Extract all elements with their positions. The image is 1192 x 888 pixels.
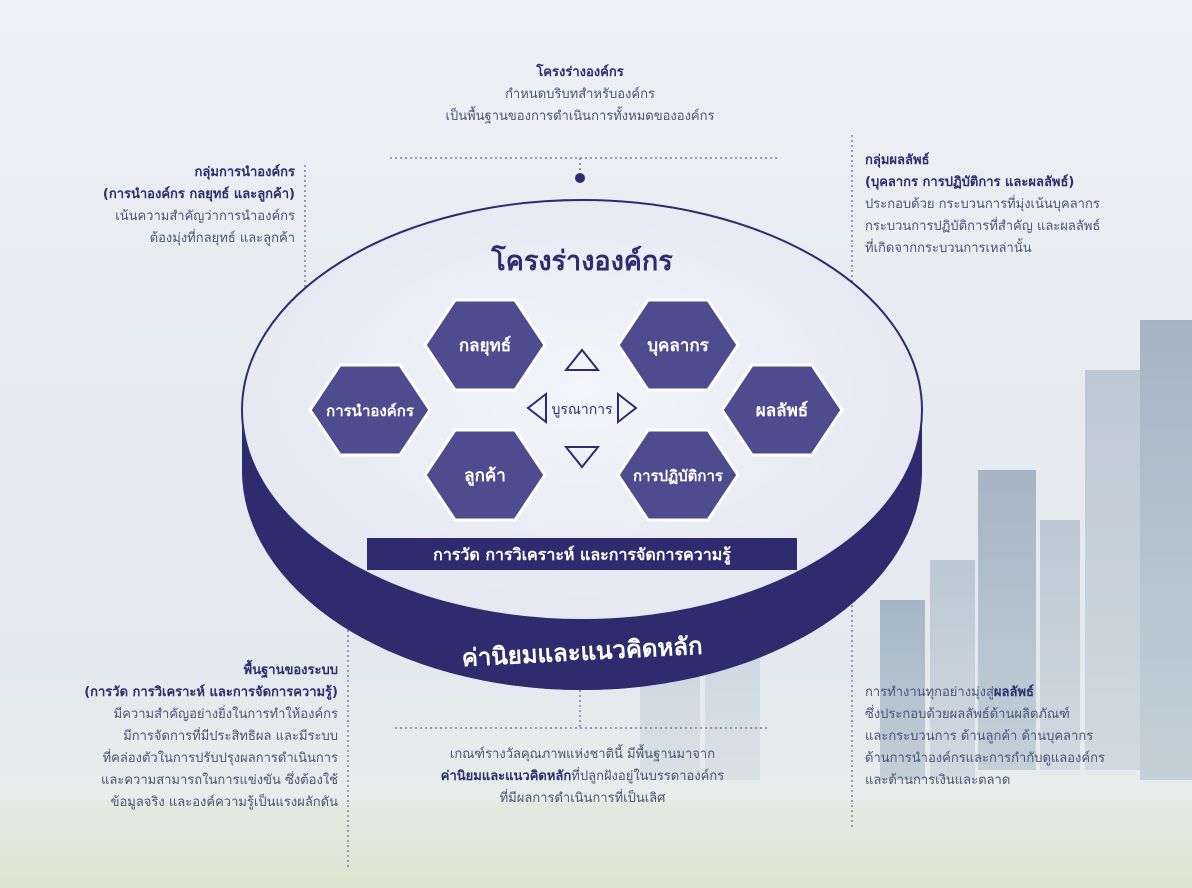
ellipse-top xyxy=(241,199,923,621)
hex-label-results: ผลลัพธ์ xyxy=(756,400,808,421)
measurement-bar xyxy=(367,538,797,570)
arrow-right-icon xyxy=(617,391,638,425)
integration-label: บูรณาการ xyxy=(551,402,613,418)
note-line: ค่านิยมและแนวคิดหลักที่ปลูกฝังอยู่ในบรรด… xyxy=(385,766,780,788)
note-line: ซึ่งประกอบด้วยผลลัพธ์ด้านผลิตภัณฑ์ xyxy=(865,707,1070,722)
arrow-left-icon xyxy=(526,391,547,425)
note-title: พื้นฐานของระบบ xyxy=(243,663,338,678)
note-line: และความสามารถในการแข่งขัน ซึ่งต้องใช้ xyxy=(101,773,338,788)
note-line: เน้นความสำคัญว่าการนำองค์กร xyxy=(115,209,295,224)
note-subtitle: (บุคลากร การปฏิบัติการ และผลลัพธ์) xyxy=(865,175,1075,190)
note-line: มีการจัดการที่มีประสิทธิผล และมีระบบ xyxy=(123,729,338,744)
hex-label-leadership: การนำองค์กร xyxy=(326,402,415,420)
note-line: ที่มีผลการดำเนินการที่เป็นเลิศ xyxy=(499,791,666,806)
note-line: และด้านการเงินและตลาด xyxy=(865,773,1011,788)
ellipse-title: โครงร่างองค์กร xyxy=(490,244,673,277)
results-focus-note: การทำงานทุกอย่างมุ่งสู่ผลลัพธ์ ซึ่งประกอ… xyxy=(865,682,1185,792)
note-line: ประกอบด้วย กระบวนการที่มุ่งเน้นบุคลากร xyxy=(865,197,1100,212)
note-line: เป็นพื้นฐานของการดำเนินการทั้งหมดขององค์… xyxy=(445,109,715,124)
hex-label-strategy: กลยุทธ์ xyxy=(459,335,511,356)
note-line: ด้านการนำองค์กรและการกำกับดูแลองค์กร xyxy=(865,751,1105,766)
system-foundation-note: พื้นฐานของระบบ (การวัด การวิเคราะห์ และก… xyxy=(8,660,338,814)
note-title: กลุ่มการนำองค์กร xyxy=(194,165,295,180)
hex-label-customers: ลูกค้า xyxy=(464,466,506,487)
note-subtitle: (การนำองค์กร กลยุทธ์ และลูกค้า) xyxy=(102,187,295,202)
note-line: กระบวนการปฏิบัติการที่สำคัญ และผลลัพธ์ xyxy=(865,219,1101,234)
measurement-bar-label: การวัด การวิเคราะห์ และการจัดการความรู้ xyxy=(433,545,731,566)
leadership-triad-note: กลุ่มการนำองค์กร (การนำองค์กร กลยุทธ์ แล… xyxy=(30,162,295,250)
note-line: และกระบวนการ ด้านลูกค้า ด้านบุคลากร xyxy=(865,729,1094,744)
note-line: กำหนดบริบทสำหรับองค์กร xyxy=(505,87,655,102)
hexagon-results xyxy=(720,363,844,457)
hex-label-operations: การปฏิบัติการ xyxy=(633,467,724,485)
note-line: ที่คล่องตัวในการปรับปรุงผลการดำเนินการ xyxy=(102,751,338,766)
arrow-down-icon xyxy=(563,446,601,469)
note-line: มีความสำคัญอย่างยิ่งในการทำให้องค์กร xyxy=(113,707,338,722)
hexagon-leadership xyxy=(308,363,432,457)
note-text: การทำงานทุกอย่างมุ่งสู่ xyxy=(865,685,994,700)
note-line: การทำงานทุกอย่างมุ่งสู่ผลลัพธ์ xyxy=(865,682,1185,704)
note-subtitle: (การวัด การวิเคราะห์ และการจัดการความรู้… xyxy=(84,685,338,700)
note-line: เกณฑ์รางวัลคุณภาพแห่งชาตินี้ มีพื้นฐานมา… xyxy=(449,747,716,762)
results-triad-note: กลุ่มผลลัพธ์ (บุคลากร การปฏิบัติการ และผ… xyxy=(865,150,1175,260)
note-emphasis: ค่านิยมและแนวคิดหลัก xyxy=(440,769,572,784)
hexagon-customers xyxy=(423,428,547,522)
arrow-up-icon xyxy=(563,348,601,371)
note-line: ข้อมูลจริง และองค์ความรู้เป็นแรงผลักดัน xyxy=(110,795,338,810)
hex-label-workforce: บุคลากร xyxy=(647,336,709,356)
note-line: ที่เกิดจากกระบวนการเหล่านั้น xyxy=(865,241,1032,256)
note-title: กลุ่มผลลัพธ์ xyxy=(865,153,930,168)
note-emphasis: ผลลัพธ์ xyxy=(993,685,1034,700)
hexagon-strategy xyxy=(423,298,547,392)
note-title: โครงร่างองค์กร xyxy=(536,65,624,80)
note-text: ที่ปลูกฝังอยู่ในบรรดาองค์กร xyxy=(571,769,725,784)
connector-dot xyxy=(575,173,585,183)
core-values-note: เกณฑ์รางวัลคุณภาพแห่งชาตินี้ มีพื้นฐานมา… xyxy=(385,744,780,810)
organizational-profile-note: โครงร่างองค์กร กำหนดบริบทสำหรับองค์กร เป… xyxy=(380,62,780,128)
hexagon-workforce xyxy=(616,298,740,392)
hexagon-operations xyxy=(616,428,740,522)
note-line: ต้องมุ่งที่กลยุทธ์ และลูกค้า xyxy=(149,231,295,246)
